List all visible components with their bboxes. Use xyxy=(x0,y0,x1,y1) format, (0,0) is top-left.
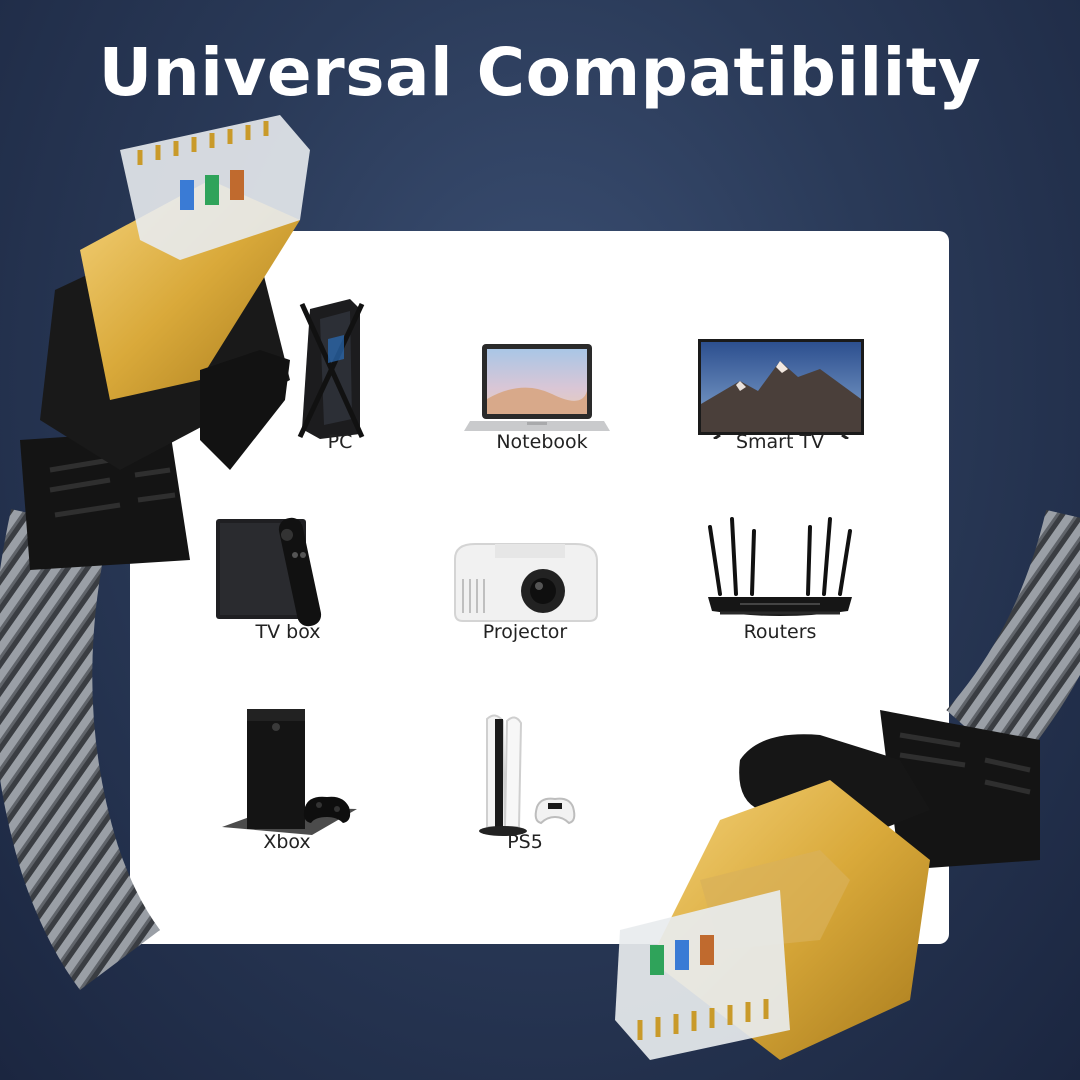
xbox-icon xyxy=(222,709,357,835)
device-label: Smart TV xyxy=(735,431,825,453)
pc-tower-icon xyxy=(297,299,365,439)
device-label: Notebook xyxy=(496,431,588,453)
device-smart-tv: Smart TV xyxy=(680,299,880,479)
ps5-icon xyxy=(479,714,576,836)
cable-braid-right xyxy=(946,509,1080,770)
device-label: Projector xyxy=(482,621,568,643)
device-tv-box: TV box xyxy=(188,489,388,669)
device-label: Xbox xyxy=(263,831,311,853)
router-icon xyxy=(708,517,852,616)
device-label: PC xyxy=(327,431,353,453)
device-label: PS5 xyxy=(507,831,543,853)
tv-box-icon xyxy=(216,517,322,627)
headline: Universal Compatibility xyxy=(98,34,982,111)
device-pc: PC xyxy=(240,299,440,479)
device-ps5: PS5 xyxy=(425,699,625,879)
device-xbox: Xbox xyxy=(187,699,387,879)
notebook-icon xyxy=(464,344,610,431)
device-router: Routers xyxy=(680,489,880,669)
projector-icon xyxy=(454,543,598,622)
cable-braid-left xyxy=(0,509,161,990)
device-label: TV box xyxy=(255,621,321,643)
device-projector: Projector xyxy=(425,489,625,669)
smart-tv-icon xyxy=(698,339,864,439)
device-label: Routers xyxy=(743,621,817,643)
device-card: PC Notebook xyxy=(130,231,949,944)
device-notebook: Notebook xyxy=(442,299,642,479)
